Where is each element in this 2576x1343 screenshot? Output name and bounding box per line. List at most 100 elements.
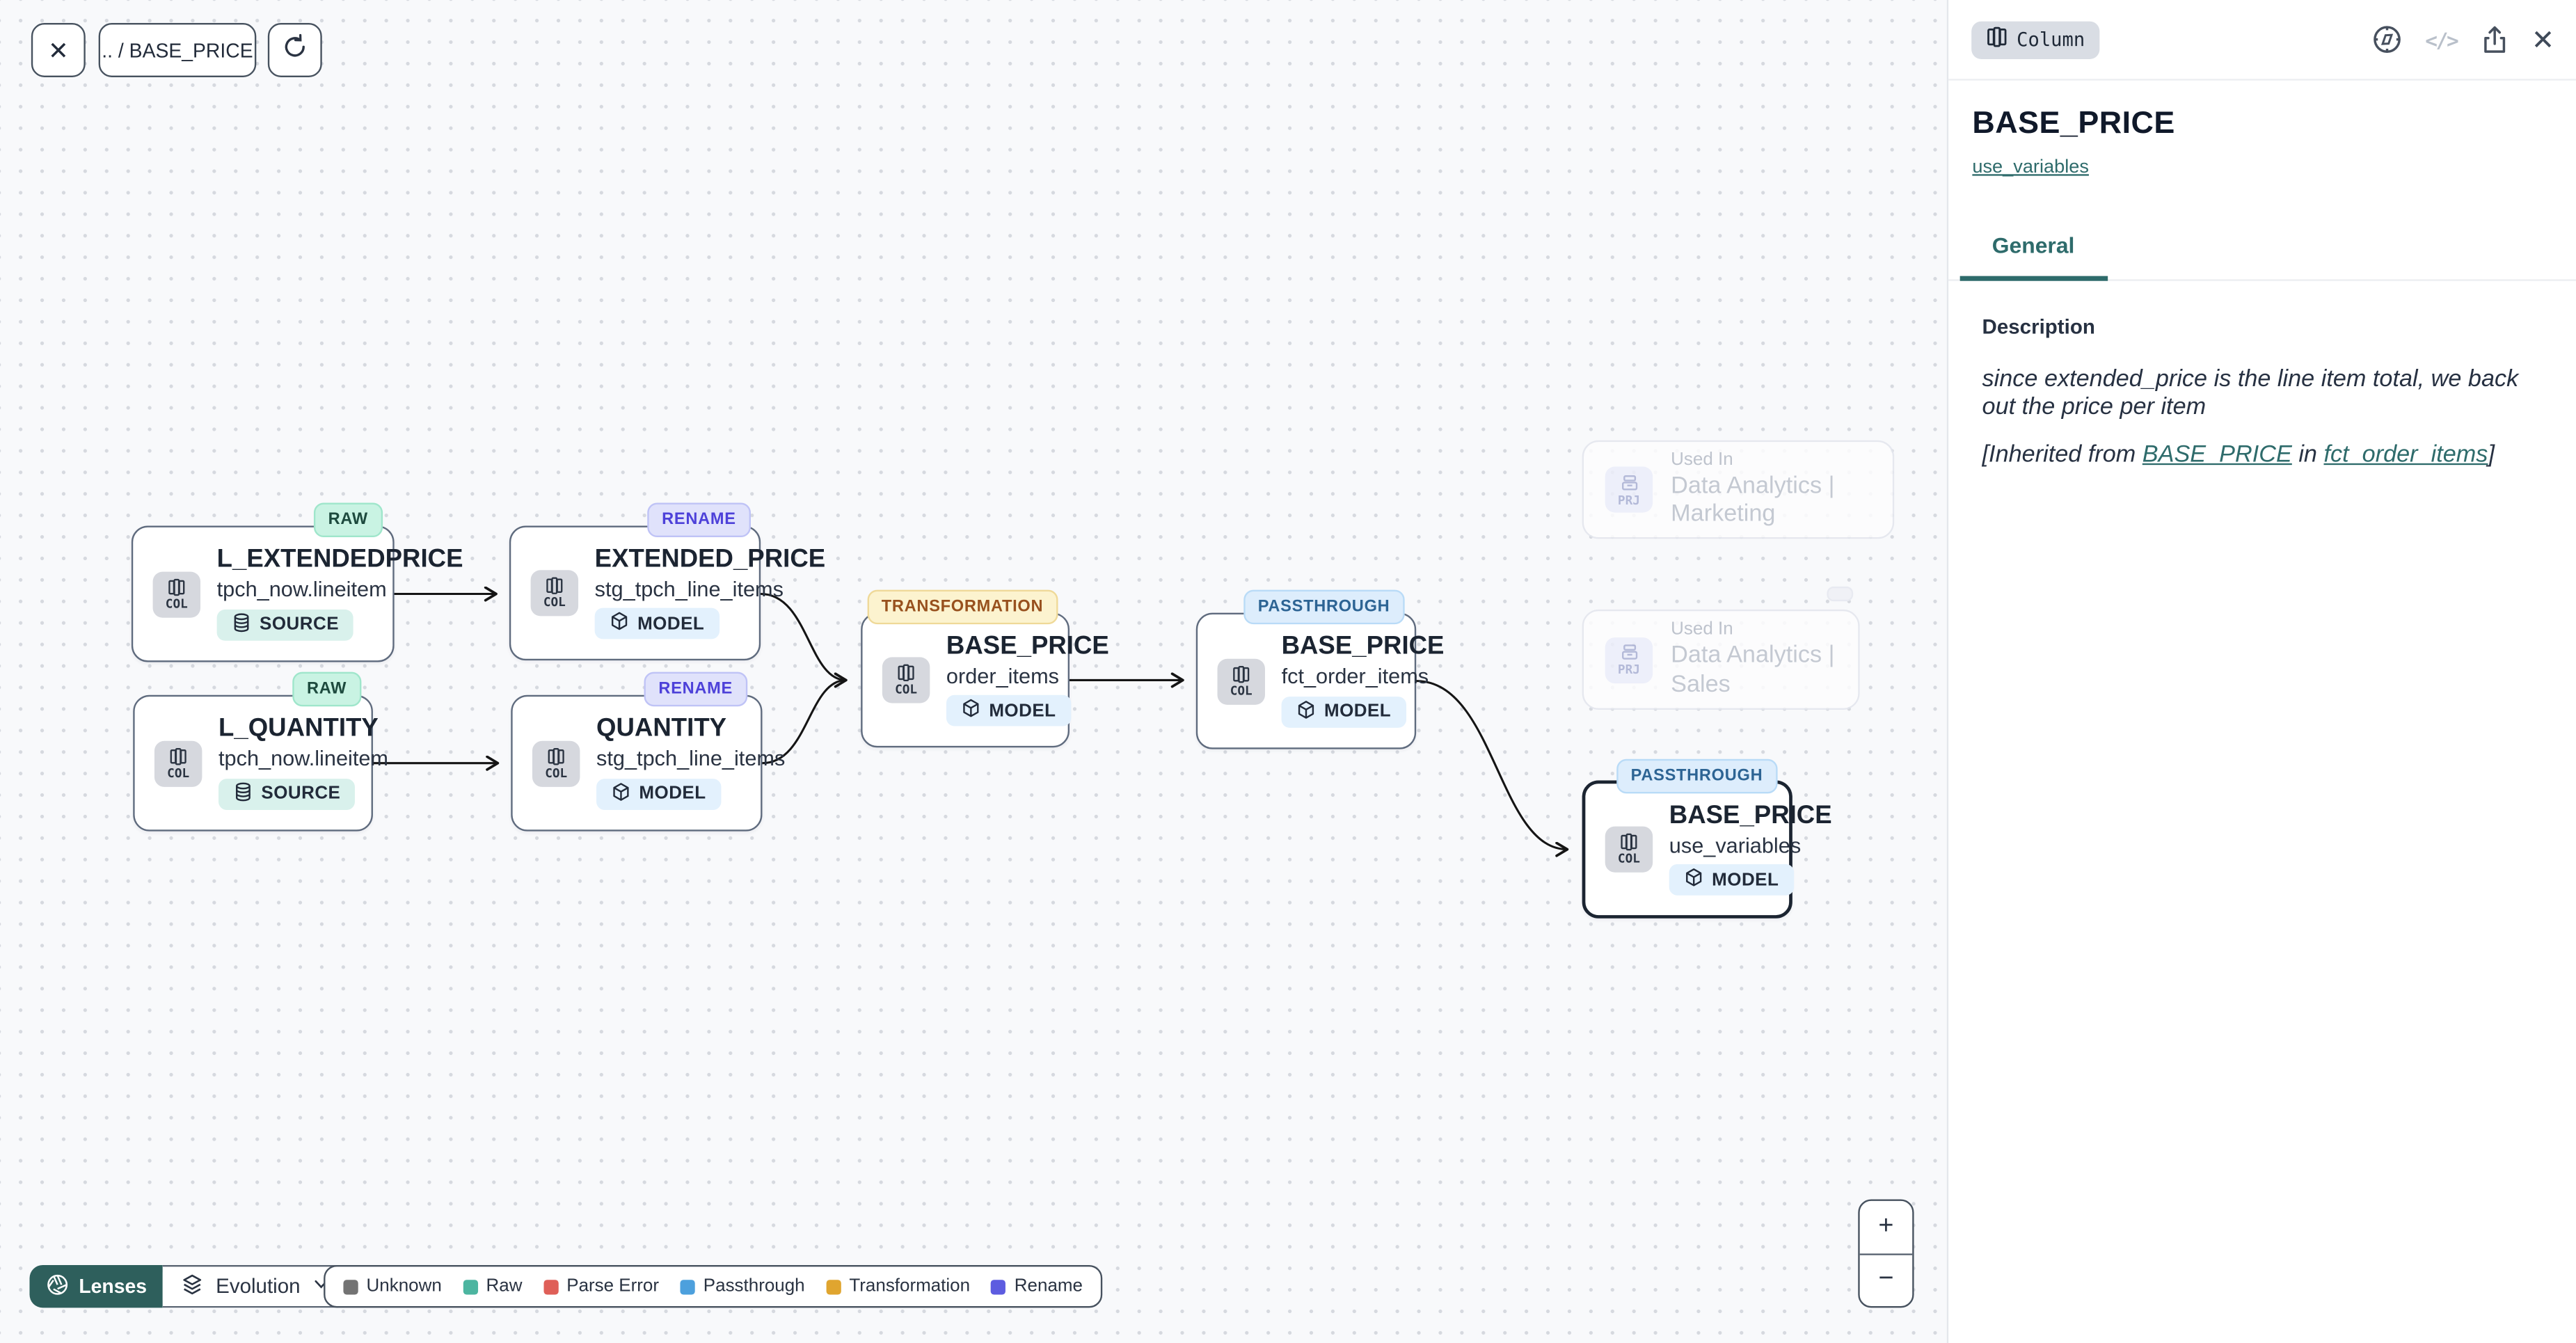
source-chip: SOURCE [216,609,354,641]
evolution-badge: TRANSFORMATION [866,589,1058,625]
column-kind-icon: COL [532,740,580,786]
source-chip: SOURCE [218,779,356,810]
column-kind-icon: COL [152,571,201,617]
node-extended-price[interactable]: RENAME COL EXTENDED_PRICE stg_tpch_line_… [509,502,825,661]
evolution-badge: PASSTHROUGH [1243,589,1405,625]
node-base-price-order-items[interactable]: TRANSFORMATION COL BASE_PRICE order_item… [861,589,1109,748]
used-in-label: Used In [1671,619,1733,639]
zoom-in-button[interactable]: + [1859,1201,1913,1255]
cube-icon [961,699,980,723]
description-text: since extended_price is the line item to… [1982,366,2519,422]
description-heading: Description [1982,315,2095,339]
node-title: L_QUANTITY [218,715,379,743]
legend-item: Unknown [343,1276,442,1296]
panel-title: BASE_PRICE [1972,106,2175,142]
legend-swatch [991,1279,1007,1294]
close-lineage-button[interactable]: ✕ [31,23,86,77]
zoom-control: + − [1858,1199,1914,1308]
used-in-node-sales[interactable]: PRJ Used In Data Analytics | Sales [1582,609,1860,710]
project-kind-icon: PRJ [1605,636,1653,683]
edge [759,592,848,681]
project-kind-icon: PRJ [1605,466,1653,513]
node-title: L_EXTENDEDPRICE [216,545,463,574]
model-link[interactable]: use_variables [1972,157,2089,177]
panel-actions: </> ✕ [2371,23,2554,56]
model-chip: MODEL [596,779,721,810]
description-section: Description since extended_price is the … [1948,281,2576,470]
panel-title-block: BASE_PRICE use_variables [1948,81,2576,181]
evolution-badge: RENAME [644,672,748,707]
zoom-out-button[interactable]: − [1878,1265,1894,1294]
node-subtitle: tpch_now.lineitem [216,577,387,602]
cube-icon [1684,868,1703,893]
columns-icon [1985,26,2007,53]
tab-general[interactable]: General [1959,225,2108,281]
model-chip: MODEL [1669,864,1794,896]
used-in-node-marketing[interactable]: PRJ Used In Data Analytics | Marketing [1582,440,1895,539]
project-name: Data Analytics | Sales [1671,642,1835,698]
panel-header: Column </> ✕ [1947,0,2576,81]
evolution-badge: RENAME [646,502,751,538]
aperture-icon [46,1273,69,1301]
lineage-canvas[interactable]: ✕ .. / BASE_PRICE RAW COL L_EXTENDEDPRIC… [0,0,1946,1343]
evolution-badge: PASSTHROUGH [1616,758,1778,794]
inherited-column-link[interactable]: BASE_PRICE [2142,441,2292,468]
column-kind-icon: COL [882,657,930,704]
legend-swatch [343,1279,358,1294]
node-base-price-fct-order-items[interactable]: PASSTHROUGH COL BASE_PRICE fct_order_ite… [1195,589,1444,749]
database-icon [232,613,251,637]
node-l-quantity[interactable]: RAW COL L_QUANTITY tpch_now.lineitem SOU… [133,672,388,832]
evolution-legend: Unknown Raw Parse Error Passthrough Tran… [324,1264,1103,1308]
node-title: EXTENDED_PRICE [594,544,826,573]
legend-swatch [463,1279,478,1294]
close-panel-icon[interactable]: ✕ [2531,24,2555,56]
project-name: Data Analytics | Marketing [1671,472,1835,527]
legend-swatch [680,1279,695,1294]
legend-item: Raw [463,1276,523,1296]
node-quantity[interactable]: RENAME COL QUANTITY stg_tpch_line_items … [511,672,785,832]
panel-tabs: General [1947,225,2576,281]
column-kind-icon: COL [530,570,579,617]
node-subtitle: stg_tpch_line_items [594,576,784,601]
evolution-badge: RAW [292,672,362,707]
node-base-price-use-variables[interactable]: PASSTHROUGH COL BASE_PRICE use_variables… [1582,758,1832,919]
model-chip: MODEL [594,608,719,640]
legend-item: Parse Error [543,1276,659,1296]
evolution-dropdown[interactable]: Evolution [163,1264,350,1308]
inherited-model-link[interactable]: fct_order_items [2323,441,2488,468]
node-title: BASE_PRICE [1281,633,1445,661]
lenses-button[interactable]: Lenses [29,1264,164,1308]
cube-icon [610,612,629,636]
legend-item: Transformation [826,1276,970,1296]
database-icon [233,782,253,806]
legend-swatch [826,1279,841,1294]
legend-item: Rename [991,1276,1083,1296]
breadcrumb[interactable]: .. / BASE_PRICE [98,23,257,77]
cube-icon [611,782,630,806]
node-title: BASE_PRICE [1669,801,1832,829]
cube-icon [1296,700,1316,724]
column-kind-icon: COL [1605,826,1653,873]
node-title: BASE_PRICE [946,631,1109,660]
node-subtitle: use_variables [1669,832,1802,857]
node-l-extendedprice[interactable]: RAW COL L_EXTENDEDPRICE tpch_now.lineite… [131,502,463,662]
model-chip: MODEL [1281,696,1406,728]
legend-swatch [543,1279,559,1294]
node-subtitle: order_items [946,663,1059,688]
inherited-note: [Inherited from BASE_PRICE in fct_order_… [1982,441,2495,468]
node-subtitle: fct_order_items [1281,664,1429,689]
explore-compass-icon[interactable] [2371,23,2403,56]
node-subtitle: tpch_now.lineitem [218,746,389,772]
used-in-label: Used In [1671,449,1733,470]
edge [1415,680,1567,850]
node-title: QUANTITY [596,715,727,743]
faded-badge [1827,586,1854,602]
legend-item: Passthrough [680,1276,805,1296]
share-icon[interactable] [2479,24,2510,55]
code-icon[interactable]: </> [2425,26,2459,52]
details-panel: Column </> ✕ BASE_PRICE use_variables Ge… [1946,0,2576,1343]
refresh-button[interactable] [267,23,322,77]
entity-type-badge: Column [1971,20,2100,58]
column-kind-icon: COL [1217,658,1265,704]
